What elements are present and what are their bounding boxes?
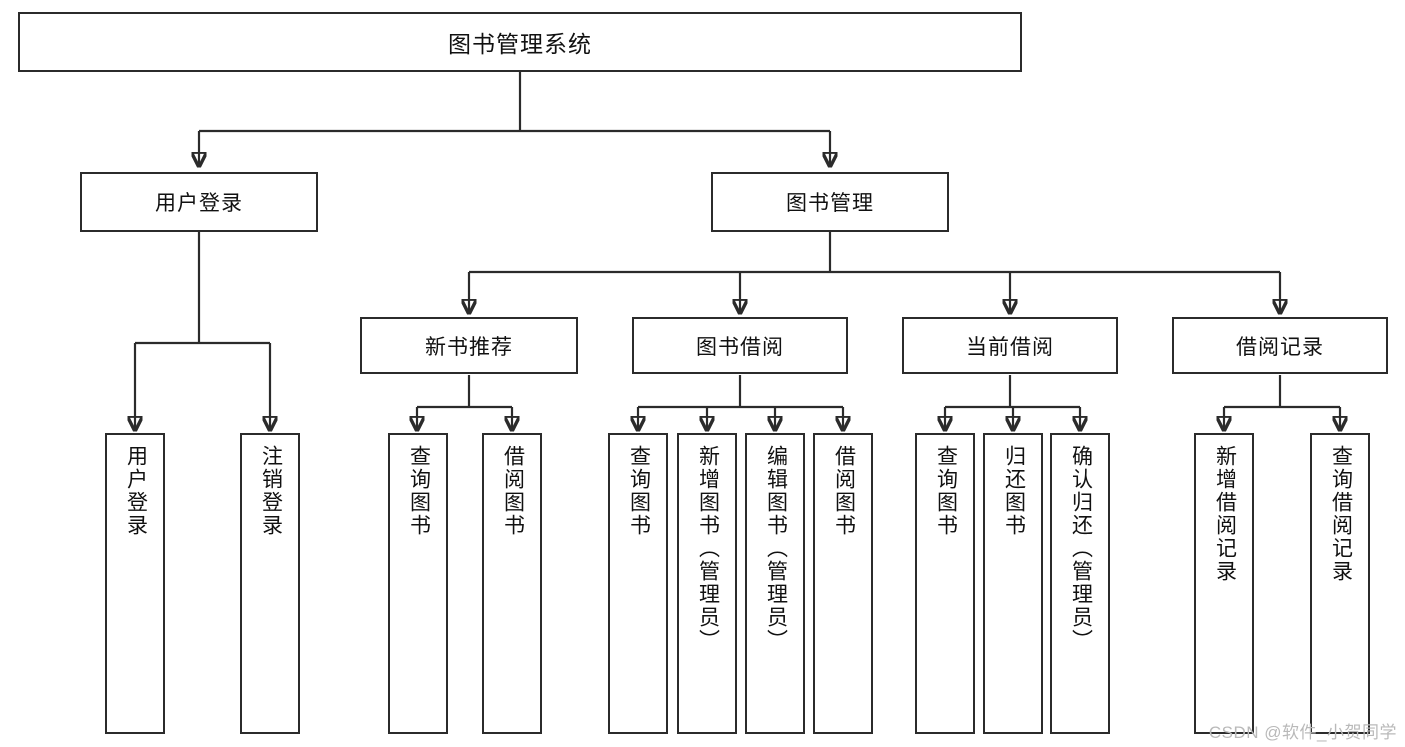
node-new-book-recommendation[interactable]: 新书推荐 bbox=[360, 317, 578, 374]
node-label: 图书管理系统 bbox=[448, 31, 592, 57]
leaf-borrow-edit-book-admin[interactable]: 编辑图书（管理员） bbox=[745, 433, 805, 734]
leaf-current-return-book[interactable]: 归还图书 bbox=[983, 433, 1043, 734]
node-label: 查询借阅记录 bbox=[1329, 445, 1353, 583]
node-user-login[interactable]: 用户登录 bbox=[80, 172, 318, 232]
node-label: 借阅图书 bbox=[501, 445, 525, 537]
leaf-borrow-query-book[interactable]: 查询图书 bbox=[608, 433, 668, 734]
node-label: 借阅记录 bbox=[1236, 335, 1324, 359]
leaf-borrow-add-book-admin[interactable]: 新增图书（管理员） bbox=[677, 433, 737, 734]
node-label: 查询图书 bbox=[407, 445, 431, 537]
node-label: 确认归还（管理员） bbox=[1069, 445, 1093, 652]
node-label: 查询图书 bbox=[627, 445, 651, 537]
leaf-user-login-logout[interactable]: 注销登录 bbox=[240, 433, 300, 734]
node-label: 当前借阅 bbox=[966, 335, 1054, 359]
node-label: 编辑图书（管理员） bbox=[764, 445, 788, 652]
node-book-borrowing[interactable]: 图书借阅 bbox=[632, 317, 848, 374]
node-label: 新增图书（管理员） bbox=[696, 445, 720, 652]
leaf-record-add-record[interactable]: 新增借阅记录 bbox=[1194, 433, 1254, 734]
node-label: 用户登录 bbox=[155, 192, 243, 215]
node-label: 注销登录 bbox=[259, 445, 283, 537]
node-borrowing-records[interactable]: 借阅记录 bbox=[1172, 317, 1388, 374]
node-current-borrowing[interactable]: 当前借阅 bbox=[902, 317, 1118, 374]
node-label: 新书推荐 bbox=[425, 335, 513, 359]
node-label: 新增借阅记录 bbox=[1213, 445, 1237, 583]
leaf-record-query-record[interactable]: 查询借阅记录 bbox=[1310, 433, 1370, 734]
leaf-new-book-borrow-book[interactable]: 借阅图书 bbox=[482, 433, 542, 734]
csdn-watermark: CSDN @软件_小贺同学 bbox=[1208, 723, 1397, 742]
leaf-borrow-borrow-book[interactable]: 借阅图书 bbox=[813, 433, 873, 734]
leaf-user-login-login[interactable]: 用户登录 bbox=[105, 433, 165, 734]
node-label: 用户登录 bbox=[124, 445, 148, 537]
node-label: 查询图书 bbox=[934, 445, 958, 537]
leaf-current-confirm-return-admin[interactable]: 确认归还（管理员） bbox=[1050, 433, 1110, 734]
node-label: 借阅图书 bbox=[832, 445, 856, 537]
node-label: 图书借阅 bbox=[696, 335, 784, 359]
node-root-book-management-system[interactable]: 图书管理系统 bbox=[18, 12, 1022, 72]
leaf-new-book-query-book[interactable]: 查询图书 bbox=[388, 433, 448, 734]
node-label: 图书管理 bbox=[786, 192, 874, 215]
node-label: 归还图书 bbox=[1002, 445, 1026, 537]
node-book-management[interactable]: 图书管理 bbox=[711, 172, 949, 232]
leaf-current-query-book[interactable]: 查询图书 bbox=[915, 433, 975, 734]
